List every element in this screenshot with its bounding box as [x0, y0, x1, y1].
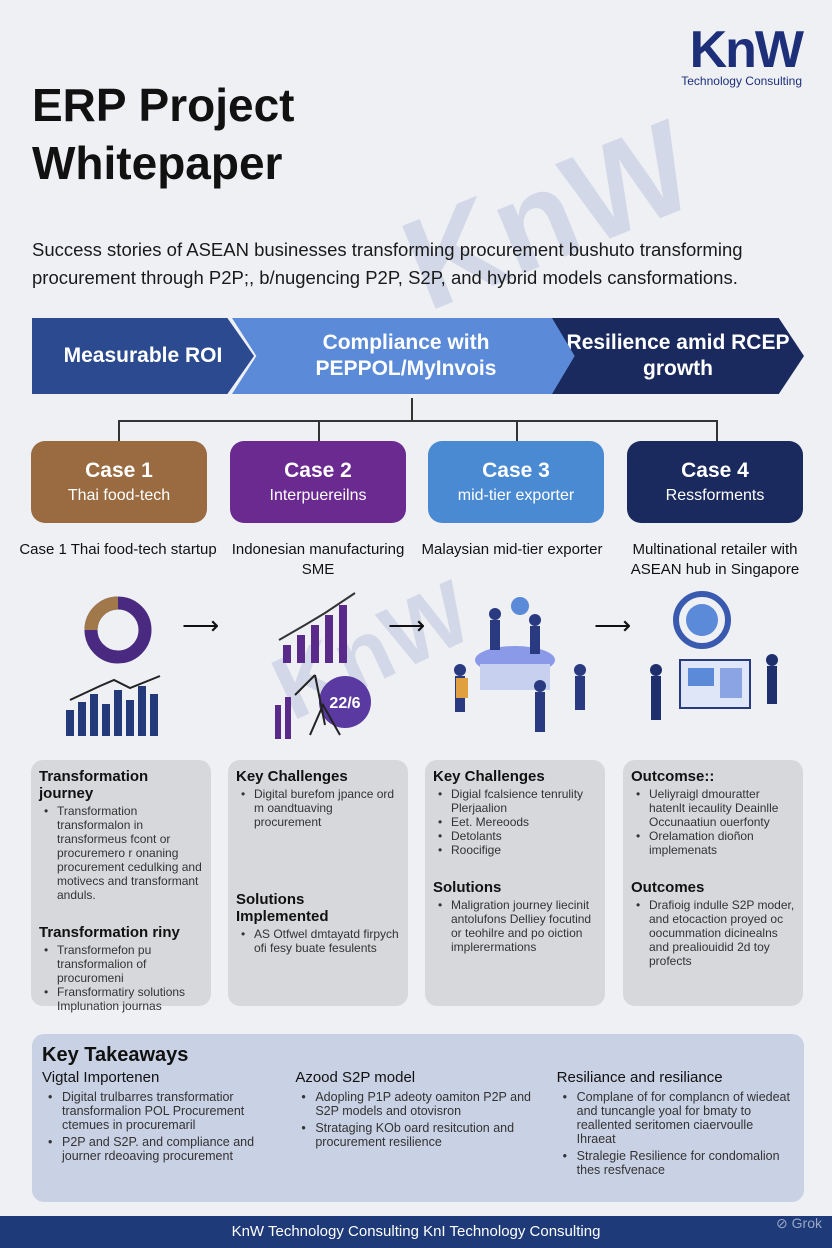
case-title: Case 4 — [681, 459, 749, 482]
takeaway-bullet: Digital trulbarres transformatior transf… — [42, 1090, 279, 1132]
connector — [318, 420, 320, 442]
connector — [118, 420, 716, 422]
case-1-detail-card: Transformation journey Transformation tr… — [31, 760, 211, 1013]
banner-compliance: Compliance with PEPPOL/MyInvois — [232, 318, 580, 394]
case-description: Indonesian manufacturing SME — [231, 541, 405, 578]
case-description: Case 1 Thai food-tech startup — [19, 541, 217, 558]
page-title: ERP Project Whitepaper — [32, 76, 294, 192]
connector — [118, 420, 120, 442]
takeaway-heading: Resiliance and resiliance — [556, 1069, 723, 1086]
chart-label: 22/6 — [329, 695, 360, 712]
card-heading: Outcomes — [631, 879, 705, 896]
case-title: Case 1 — [85, 459, 153, 482]
case-description: Multinational retailer with ASEAN hub in… — [630, 541, 800, 578]
case-subtitle: mid-tier exporter — [457, 487, 575, 504]
connector — [716, 420, 718, 442]
case-subtitle: Interpuereilns — [269, 487, 367, 504]
card-bullet: Digital burefom jpance ord m oandtuaving… — [236, 787, 400, 829]
takeaway-bullet: Adopling P1P adeoty oamiton P2P and S2P … — [295, 1090, 532, 1118]
arrow-right-icon: ⟶ — [182, 610, 220, 640]
arrow-right-icon: ⟶ — [388, 610, 426, 640]
card-heading: Transformation journey — [39, 768, 149, 802]
logo-subtitle: Technology Consulting — [681, 74, 802, 88]
card-bullet: AS Otfwel dmtayatd firpych ofi fesy buat… — [236, 927, 400, 955]
card-heading: Transformation riny — [39, 924, 180, 941]
subtitle: Success stories of ASEAN businesses tran… — [32, 239, 743, 288]
donut-bar-chart-icon — [66, 596, 161, 736]
takeaway-column: Resiliance and resiliance Complane of fo… — [533, 1069, 794, 1180]
growth-chart-icon: 22/6 — [275, 592, 371, 739]
takeaways-title: Key Takeaways — [42, 1044, 189, 1066]
case-subtitle: Ressforments — [665, 487, 765, 504]
case-4-badge: Case 4 Ressforments — [627, 441, 803, 523]
takeaway-heading: Vigtal Importenen — [42, 1069, 160, 1086]
takeaway-bullet: Complane of for complancn of wiedeat and… — [557, 1090, 794, 1146]
card-bullet: Digial fcalsience tenrulity Plerjaalion — [433, 787, 597, 815]
card-bullet: Ueliyraigl dmouratter hatenlt iecaulity … — [631, 787, 795, 829]
title-line-2: Whitepaper — [32, 137, 283, 189]
card-bullet: Detolants — [433, 829, 597, 843]
card-bullet: Transformation transformalon in transfor… — [39, 804, 203, 902]
case-title: Case 3 — [482, 459, 550, 482]
case-3-badge: Case 3 mid-tier exporter — [428, 441, 604, 523]
takeaway-heading: Azood S2P model — [295, 1069, 416, 1086]
case-2-badge: Case 2 Interpuereilns — [230, 441, 406, 523]
card-bullet: Drafioig indulle S2P moder, and etocacti… — [631, 898, 795, 968]
company-logo: KnW Technology Consulting — [681, 21, 804, 88]
card-bullet: Orelamation dioñon implemenats — [631, 829, 795, 857]
card-heading: Key Challenges — [433, 768, 545, 785]
logo-mark: KnW — [689, 21, 804, 79]
case-3-detail-card: Key Challenges Digial fcalsience tenruli… — [425, 760, 605, 1006]
takeaway-bullet: Stralegie Resilience for condomalion the… — [557, 1149, 794, 1177]
team-collaboration-icon — [454, 597, 586, 732]
case-4-detail-card: Outcomse:: Ueliyraigl dmouratter hatenlt… — [623, 760, 803, 1006]
banner-roi: Measurable ROI — [32, 318, 254, 394]
banner-resilience: Resilience amid RCEP growth — [552, 318, 804, 394]
arrow-right-icon: ⟶ — [594, 610, 632, 640]
takeaway-column: Azood S2P model Adopling P1P adeoty oami… — [279, 1069, 532, 1180]
key-takeaways-panel: Key Takeaways Vigtal Importenen Digital … — [32, 1034, 804, 1202]
title-line-1: ERP Project — [32, 79, 295, 131]
card-heading: Solutions — [433, 879, 502, 896]
watermark: KnW — [383, 91, 713, 339]
case-description: Malaysian mid-tier exporter — [421, 541, 603, 558]
card-bullet: Eet. Mereoods — [433, 815, 597, 829]
card-bullet: Maligration journey liecinit antolufons … — [433, 898, 597, 954]
case-subtitle: Thai food-tech — [67, 487, 171, 504]
grok-watermark: ⊘ Grok — [776, 1214, 822, 1232]
connector — [516, 420, 518, 442]
grok-label: Grok — [791, 1215, 822, 1231]
card-bullet: Roocifige — [433, 843, 597, 857]
takeaway-bullet: P2P and S2P. and compliance and journer … — [42, 1135, 279, 1163]
card-heading: Outcomse:: — [631, 768, 715, 785]
connector — [411, 398, 413, 420]
takeaway-column: Vigtal Importenen Digital trulbarres tra… — [42, 1069, 279, 1180]
card-heading: Solutions Implemented — [236, 891, 329, 925]
card-heading: Key Challenges — [236, 768, 348, 785]
case-2-detail-card: Key Challenges Digital burefom jpance or… — [228, 760, 408, 1006]
card-bullet: Transformefon pu transformalion of procu… — [39, 943, 203, 985]
footer: KnW Technology Consulting KnI Technology… — [0, 1216, 832, 1248]
card-bullet: Fransformatiry solutions Implunation jou… — [39, 985, 203, 1013]
case-1-badge: Case 1 Thai food-tech — [31, 441, 207, 523]
case-title: Case 2 — [284, 459, 352, 482]
global-dashboard-icon — [650, 591, 778, 720]
takeaway-bullet: Strataging KOb oard resitcution and proc… — [295, 1121, 532, 1149]
grok-icon: ⊘ — [776, 1215, 792, 1231]
